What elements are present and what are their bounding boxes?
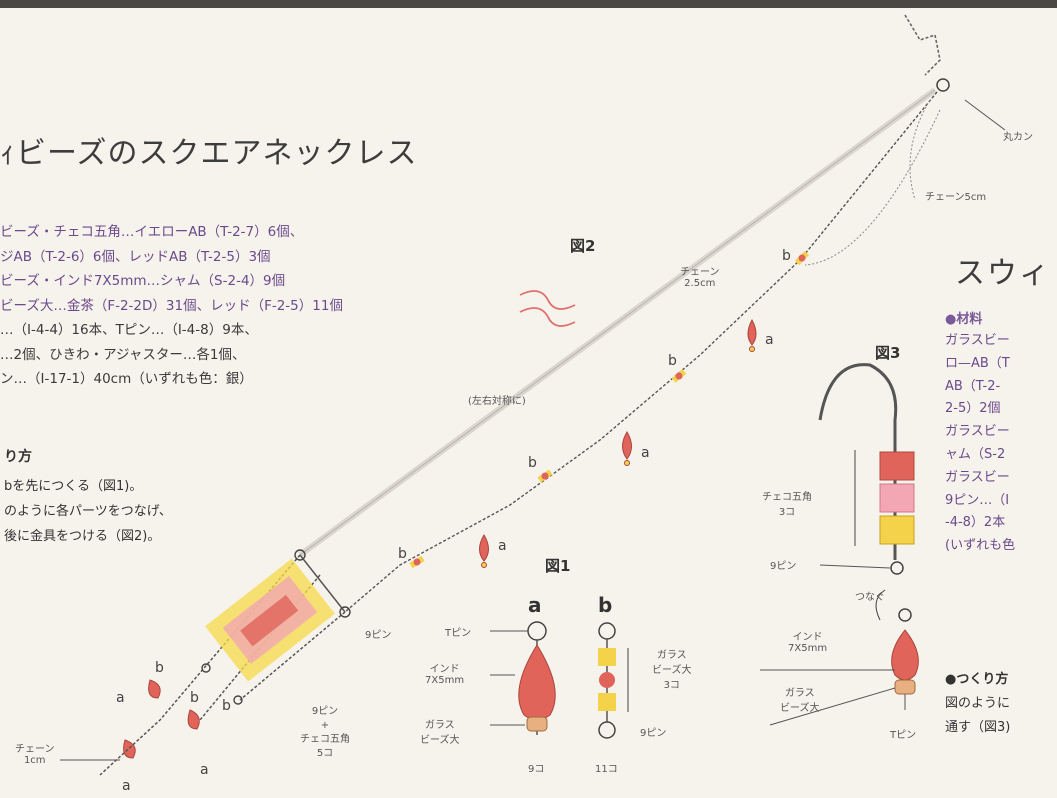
bead-b-segments [409,250,810,569]
fig1-glass-beads-3-label: ガラス ビーズ大 3コ [652,646,692,691]
howto-heading: り方 [4,449,32,465]
letter-a: a [200,762,209,778]
fig3-glass-label: ガラス ビーズ大 [780,684,820,714]
fig1-bead-a [518,621,556,735]
czech-line: チェコ五角 [762,492,812,503]
fig1-b-heading: b [598,593,613,617]
bead-a-drops [123,318,757,759]
right-howto-line: 図のように [945,696,1011,711]
materials-line: …（I-4-4）16本、Tピン…（I-4-8）9本、 [0,322,258,338]
right-materials-list: ガラスビー ロ—AB（T AB（T-2- 2-5）2個 ガラスビー ャム（S-2… [945,330,1015,558]
materials-line: ン…（I-17-1）40cm（いずれも色：銀） [0,371,253,387]
india-line: インド [429,664,460,675]
letter-a: a [122,778,131,794]
glass-line: ガラス [424,720,455,731]
letter-b: b [398,546,407,562]
top-border [0,0,1057,8]
fig1-count-a: 9コ [528,764,545,775]
fig1-a-heading: a [528,593,542,617]
letter-a: a [498,538,507,554]
fig3-india-label: インド 7X5mm [788,628,827,654]
pin-plus-czech-label: 9ピン + チェコ五角 5コ [300,705,350,761]
right-materials-line: ロ—AB（T [945,355,1010,371]
fig1-bead-b [598,622,629,739]
chain-2-5cm-label: チェーン 2.5cm [680,263,720,289]
right-materials-line: ガラスビー [945,424,1010,440]
fig1-label: 図1 [545,557,571,575]
right-materials-line: 9ピン…（I [945,492,1010,508]
right-howto-heading: ●つくり方 [945,672,1009,687]
chain-label-line: 1cm [23,755,46,766]
howto-line: bを先につくる（図1)。 [4,479,143,494]
combo-line: 9ピン [311,706,339,717]
right-materials-line: ャム（S-2 [945,446,1006,462]
right-materials-heading: ●材料 [945,312,983,327]
materials-line: ビーズ・インド7X5mm…シャム（S-2-4）9個 [0,273,286,289]
letter-a: a [116,690,125,706]
right-materials-line: ガラスビー [945,469,1010,485]
combo-line: チェコ五角 [300,734,350,745]
letter-b: b [222,698,231,714]
fig1-glass-label: ガラス ビーズ大 [420,716,460,746]
letter-a: a [765,332,774,348]
combo-line: + [320,720,330,731]
right-howto-line: 通す（図3) [945,720,1011,735]
howto-list: bを先につくる（図1)。 のように各パーツをつなげ、 後に金具をつける（図2)。 [4,474,172,549]
right-materials-line: AB（T-2- [945,378,1001,394]
chain-label-line: チェーン [15,744,55,755]
fig1-nine-pin-label: 9ピン [640,728,667,739]
materials-line: ビーズ大…金茶（F-2-2D）31個、レッド（F-2-5）11個 [0,297,343,314]
fig3-nine-pin-label: 9ピン [770,561,797,572]
fig1-t-pin-label: Tピン [445,628,472,639]
chain-5cm-label: チェーン5cm [925,192,987,203]
materials-line: …2個、ひきわ・アジャスター…各1個、 [0,346,246,363]
chain-label-line: 2.5cm [684,278,716,289]
fig3-earring [818,363,919,710]
materials-line: ビーズ・チェコ五角…イエローAB（T-2-7）6個、 [0,224,304,240]
maru-kan-label: 丸カン [1003,132,1033,143]
fig3-czech-label: チェコ五角 3コ [762,488,812,518]
gb-line: ガラス [656,650,687,661]
right-materials-line: ガラスビー [945,333,1010,348]
czech-line: 3コ [778,507,796,518]
letter-b: b [668,353,677,369]
fig3-connect-label: つなぐ [855,592,885,603]
right-materials-line: (いずれも色 [945,538,1016,554]
letter-b: b [782,248,791,264]
fig2-label: 図2 [570,237,596,255]
materials-list: ビーズ・チェコ五角…イエローAB（T-2-7）6個、 ジAB（T-2-6）6個、… [0,220,343,392]
materials-line: ジAB（T-2-6）6個、レッドAB（T-2-5）3個 [0,248,271,265]
page-title: ｨビーズのスクエアネックレス [0,136,418,171]
fig3-t-pin-label: Tピン [890,730,917,741]
pendant-structure [99,549,351,776]
fig1-count-b: 11コ [595,764,618,775]
letter-b: b [190,690,199,706]
chain-1cm-label: チェーン 1cm [15,740,55,766]
glass-line: ガラス [784,688,815,699]
letter-b: b [155,660,164,676]
gb-line: ビーズ大 [652,665,692,676]
fig1-india-label: インド 7X5mm [425,660,464,686]
glass-line: ビーズ大 [780,703,820,714]
glass-line: ビーズ大 [420,735,460,746]
fig2-symmetric-note: (左右対称に) [468,396,526,407]
howto-line: 後に金具をつける（図2)。 [4,529,161,544]
india-line: 7X5mm [788,643,828,654]
right-materials-line: 2-5）2個 [945,401,1001,417]
fig3-label: 図3 [875,344,901,362]
india-line: 7X5mm [425,675,465,686]
india-line: インド [792,632,823,643]
chain-label-line: チェーン [680,267,720,278]
combo-line: 5コ [316,748,334,759]
letter-a: a [641,445,650,461]
gb-line: 3コ [663,680,680,691]
right-howto-list: 図のように 通す（図3) [945,692,1010,740]
right-materials-line: -4-8）2本 [945,515,1006,531]
howto-line: のように各パーツをつなげ、 [4,504,172,519]
nine-pin-label: 9ピン [365,630,392,641]
letter-b: b [528,455,537,471]
right-title: スウィ [955,256,1051,291]
